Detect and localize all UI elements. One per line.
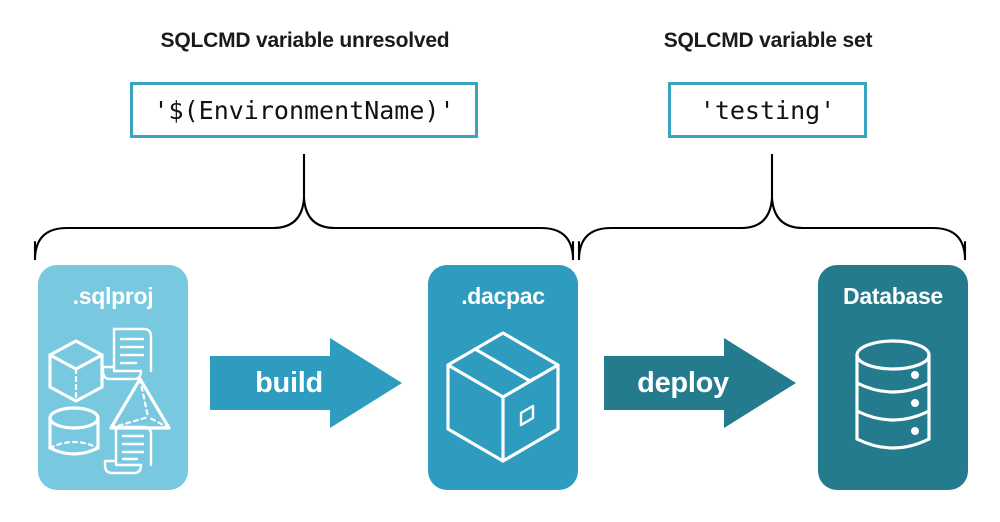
stage-card-dacpac[interactable]: .dacpac	[428, 265, 578, 490]
stage-card-title-sqlproj: .sqlproj	[72, 283, 154, 309]
brace-down-right	[577, 154, 967, 261]
arrow-deploy: deploy	[604, 336, 796, 430]
sqlcmd-variable-value-box-right: 'testing'	[668, 82, 867, 138]
arrow-build-shape	[210, 338, 402, 428]
cylinder-icon	[48, 406, 100, 456]
cube-icon	[48, 339, 104, 403]
stage-card-title-dacpac: .dacpac	[461, 283, 545, 309]
arrow-build-label: build	[255, 366, 323, 399]
pyramid-icon	[109, 377, 171, 430]
script-scroll-icon	[103, 425, 153, 475]
annotation-heading-left: SQLCMD variable unresolved	[160, 29, 450, 52]
stage-card-sqlproj[interactable]: .sqlproj	[38, 265, 188, 490]
arrow-build: build	[210, 336, 402, 430]
package-box-icon	[446, 331, 560, 463]
annotation-heading-right: SQLCMD variable set	[663, 29, 873, 52]
dacpac-artwork	[446, 331, 560, 463]
arrow-deploy-label: deploy	[637, 366, 729, 399]
stage-card-database[interactable]: Database	[818, 265, 968, 490]
database-cylinder-icon	[855, 339, 931, 450]
brace-down-left	[33, 154, 575, 261]
arrow-deploy-shape	[604, 338, 796, 428]
sqlcmd-variable-value-box-left: '$(EnvironmentName)'	[130, 82, 478, 138]
database-artwork	[855, 339, 931, 450]
stage-card-title-database: Database	[843, 283, 943, 309]
script-scroll-icon	[101, 327, 153, 381]
sqlproj-artwork	[48, 327, 171, 475]
